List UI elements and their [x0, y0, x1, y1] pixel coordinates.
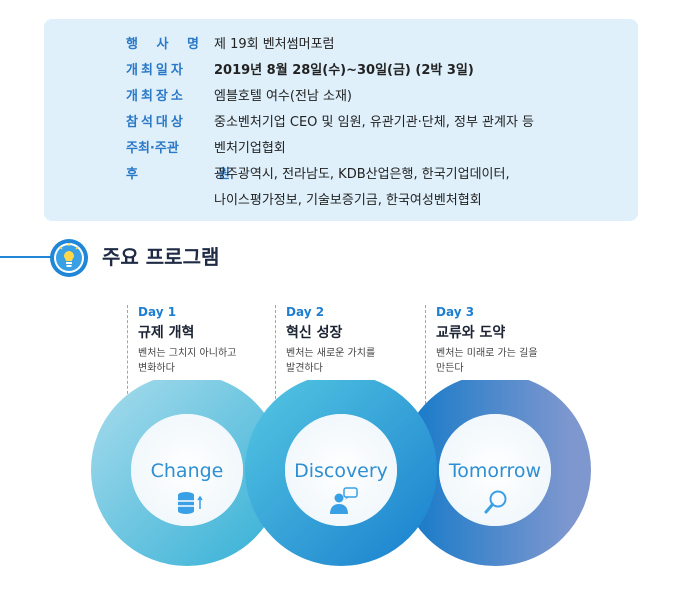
day-3-column: Day 3 교류와 도약 벤처는 미래로 가는 길을 만든다: [436, 305, 576, 376]
day-1-desc-2: 변화하다: [138, 363, 175, 374]
day-1-dash-line: [127, 305, 128, 409]
ring-change-center: [131, 414, 243, 526]
day-3-dash-line: [425, 305, 426, 409]
day-1-desc-1: 벤처는 그치지 아니하고: [138, 348, 237, 359]
info-value: 중소벤처기업 CEO 및 임원, 유관기관·단체, 정부 관계자 등: [214, 115, 535, 130]
day-2-dash-line: [275, 305, 276, 409]
day-3-label: Day 3: [436, 305, 475, 319]
info-value: 엠블호텔 여수(전남 소재): [214, 89, 353, 104]
ring-discovery-center: [285, 414, 397, 526]
sponsor-label-b: 원: [218, 167, 230, 182]
ring-word-tomorrow: Tomorrow: [448, 460, 541, 482]
day-2-column: Day 2 혁신 성장 벤처는 새로운 가치를 발견하다: [286, 305, 426, 376]
info-label: 주최·주관: [126, 141, 179, 156]
info-row-attendees: 참석대상 중소벤처기업 CEO 및 임원, 유관기관·단체, 정부 관계자 등: [44, 111, 638, 135]
day-2-desc-2: 발견하다: [286, 363, 323, 374]
info-row-date: 개최일자 2019년 8월 28일(수)~30일(금) (2박 3일): [44, 59, 638, 83]
day-3-desc-2: 만든다: [436, 363, 464, 374]
info-row-name: 행 사 명 제 19회 벤처썸머포럼: [44, 33, 638, 57]
ring-word-discovery: Discovery: [294, 460, 388, 482]
section-title: 주요 프로그램: [102, 245, 220, 269]
day-3-desc-1: 벤처는 미래로 가는 길을: [436, 348, 538, 359]
lightbulb-icon: [50, 239, 88, 277]
info-row-venue: 개최장소 엠블호텔 여수(전남 소재): [44, 85, 638, 109]
program-rings: Change Discovery Tomorrow: [91, 380, 591, 566]
sponsor-line-2: 나이스평가정보, 기술보증기금, 한국여성벤처협회: [214, 193, 482, 208]
day-1-column: Day 1 규제 개혁 벤처는 그치지 아니하고 변화하다: [138, 305, 278, 376]
day-1-title: 규제 개혁: [138, 325, 195, 341]
info-value: 벤처기업협회: [214, 141, 286, 156]
sponsor-label-a: 후: [126, 167, 138, 182]
info-value: 제 19회 벤처썸머포럼: [214, 37, 335, 52]
info-value: 2019년 8월 28일(수)~30일(금) (2박 3일): [214, 63, 474, 78]
info-label: 개최장소: [126, 89, 186, 104]
info-label: 행 사 명: [126, 37, 206, 52]
info-label: 참석대상: [126, 115, 186, 130]
info-label: 개최일자: [126, 63, 186, 78]
event-info-box: 행 사 명 제 19회 벤처썸머포럼 개최일자 2019년 8월 28일(수)~…: [44, 19, 638, 221]
day-3-title: 교류와 도약: [436, 325, 506, 341]
ring-discovery: [245, 380, 437, 566]
day-2-label: Day 2: [286, 305, 325, 319]
day-2-title: 혁신 성장: [286, 325, 343, 341]
magnifier-icon: [484, 490, 507, 514]
ring-tomorrow-center: [439, 414, 551, 526]
database-icon: [178, 492, 203, 514]
info-row-host: 주최·주관 벤처기업협회: [44, 137, 638, 161]
section-divider-line: [0, 256, 62, 258]
info-row-sponsor: 후 원 광주광역시, 전라남도, KDB산업은행, 한국기업데이터,: [44, 163, 638, 187]
sponsor-line-1: 광주광역시, 전라남도, KDB산업은행, 한국기업데이터,: [214, 167, 510, 182]
info-row-sponsor-cont: 나이스평가정보, 기술보증기금, 한국여성벤처협회: [44, 189, 638, 213]
day-2-desc-1: 벤처는 새로운 가치를: [286, 348, 376, 359]
day-1-label: Day 1: [138, 305, 177, 319]
person-chat-icon: [330, 487, 358, 514]
ring-word-change: Change: [151, 460, 224, 482]
